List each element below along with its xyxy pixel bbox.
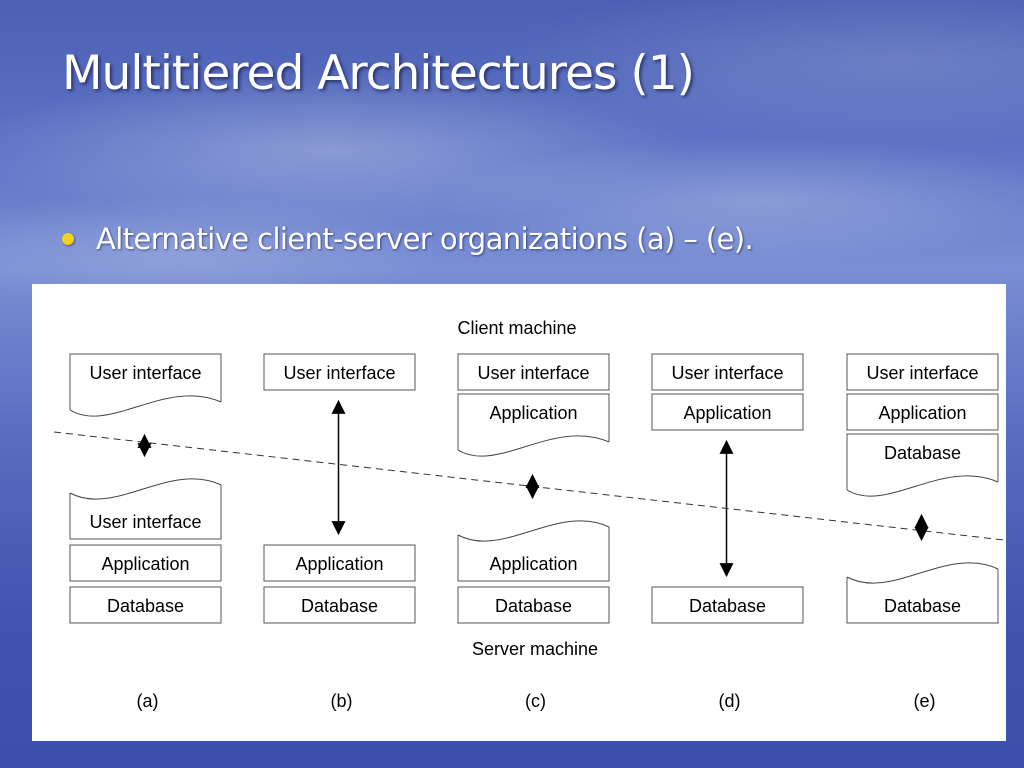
server-layer-c-0 — [457, 527, 610, 582]
server-layer-a-1-label: Application — [101, 554, 189, 574]
client-layer-d-0 — [651, 353, 804, 391]
client-layer-c-1-label: Application — [489, 403, 577, 423]
bullet-dot-icon — [62, 233, 74, 245]
server-layer-c-1-label: Database — [495, 596, 572, 616]
slide-title: Multitiered Architectures (1) — [62, 46, 695, 101]
client-layer-c-1-cut-edge — [457, 435, 610, 457]
server-layer-c-0-cut-edge — [457, 520, 610, 542]
server-layer-b-1 — [263, 586, 416, 624]
server-layer-a-1 — [69, 544, 222, 582]
client-layer-c-1 — [457, 393, 610, 450]
server-layer-a-0-label: User interface — [89, 512, 201, 532]
client-layer-c-0-label: User interface — [477, 363, 589, 383]
column-caption: (d) — [719, 691, 741, 711]
client-layer-c-0 — [457, 353, 610, 391]
client-layer-a-0 — [69, 353, 222, 410]
server-layer-a-0 — [69, 485, 222, 540]
server-layer-e-0-cut-edge — [846, 562, 999, 584]
client-layer-e-2 — [846, 433, 999, 490]
client-layer-e-2-label: Database — [884, 443, 961, 463]
server-layer-a-2 — [69, 586, 222, 624]
client-layer-b-0 — [263, 353, 416, 391]
client-layer-e-1 — [846, 393, 999, 431]
client-layer-e-1-label: Application — [878, 403, 966, 423]
bullet-text: Alternative client-server organizations … — [96, 222, 754, 256]
client-layer-d-0-label: User interface — [671, 363, 783, 383]
server-layer-c-1 — [457, 586, 610, 624]
server-layer-e-0-label: Database — [884, 596, 961, 616]
server-layer-b-0 — [263, 544, 416, 582]
server-machine-label: Server machine — [472, 639, 598, 659]
client-layer-d-1 — [651, 393, 804, 431]
column-caption: (a) — [137, 691, 159, 711]
column-e: User interfaceApplicationDatabaseDatabas… — [846, 353, 999, 711]
client-layer-e-0-label: User interface — [866, 363, 978, 383]
column-caption: (b) — [331, 691, 353, 711]
machine-boundary-line — [53, 431, 1005, 541]
client-layer-e-0 — [846, 353, 999, 391]
server-layer-b-1-label: Database — [301, 596, 378, 616]
server-layer-a-2-label: Database — [107, 596, 184, 616]
server-layer-b-0-label: Application — [295, 554, 383, 574]
column-caption: (e) — [914, 691, 936, 711]
server-layer-d-0 — [651, 586, 804, 624]
server-layer-e-0 — [846, 569, 999, 624]
client-layer-e-2-cut-edge — [846, 475, 999, 497]
bullet-item: Alternative client-server organizations … — [62, 222, 754, 256]
server-layer-c-0-label: Application — [489, 554, 577, 574]
column-c: User interfaceApplicationApplicationData… — [457, 353, 610, 711]
client-layer-d-1-label: Application — [683, 403, 771, 423]
server-layer-d-0-label: Database — [689, 596, 766, 616]
client-layer-b-0-label: User interface — [283, 363, 395, 383]
client-layer-a-0-label: User interface — [89, 363, 201, 383]
architecture-diagram: Client machine Server machine User inter… — [32, 284, 1006, 741]
server-layer-a-0-cut-edge — [69, 478, 222, 500]
diagram-canvas: Client machine Server machine User inter… — [53, 318, 1005, 711]
client-machine-label: Client machine — [457, 318, 576, 338]
column-caption: (c) — [525, 691, 546, 711]
client-layer-a-0-cut-edge — [69, 395, 222, 417]
